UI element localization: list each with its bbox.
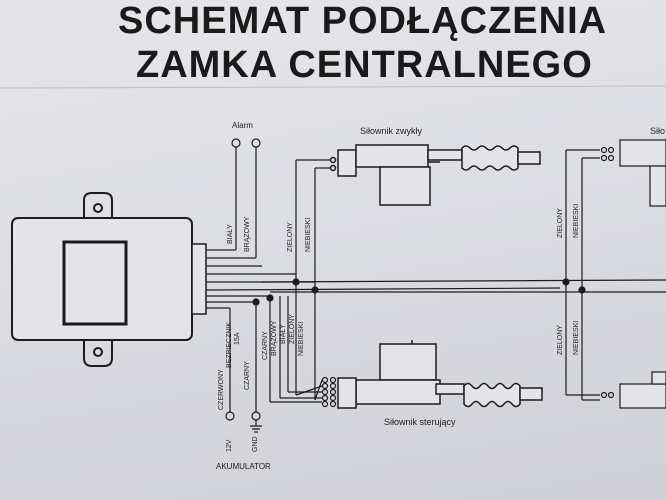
wire-label-red: CZERWONY bbox=[218, 369, 225, 410]
wire-bundle bbox=[205, 249, 666, 309]
wire-label-alarm-white: BIAŁY bbox=[227, 224, 234, 244]
actuator-right-label: Siło bbox=[650, 126, 666, 136]
title-line-1: SCHEMAT PODŁĄCZENIA bbox=[118, 0, 608, 42]
wire-label-bottom-white: BIAŁY bbox=[280, 324, 287, 344]
bottom-actuator-wires bbox=[225, 294, 337, 433]
wire-label-right-green2: ZIELONY bbox=[557, 325, 564, 355]
title-line-2: ZAMKA CENTRALNEGO bbox=[136, 44, 593, 86]
wire-label-bottom-brown: BRĄZOWY bbox=[271, 320, 278, 356]
actuator-normal-label: Siłownik zwykły bbox=[360, 126, 423, 136]
wire-label-alarm-brown: BRĄZOWY bbox=[244, 216, 251, 252]
fuse-rating-label: 15A bbox=[234, 332, 241, 345]
actuator-control bbox=[337, 340, 543, 409]
actuator-control-label: Siłownik sterujący bbox=[384, 417, 456, 427]
wire-label-right-blue: NIEBIESKI bbox=[573, 203, 580, 238]
wire-label-black: CZARNY bbox=[244, 361, 251, 390]
fuse-label: BEZPIECZNIK bbox=[226, 322, 233, 368]
gnd-label: GND bbox=[252, 436, 259, 452]
wire-label-bottom-green: ZIELONY bbox=[289, 314, 296, 344]
control-unit bbox=[11, 192, 207, 367]
v12-label: 12V bbox=[226, 439, 233, 452]
title-divider bbox=[0, 85, 666, 89]
battery-label: AKUMULATOR bbox=[216, 462, 271, 471]
wire-label-top-green: ZIELONY bbox=[287, 222, 294, 252]
wire-label-right-blue2: NIEBIESKI bbox=[573, 320, 580, 355]
actuator-normal bbox=[329, 144, 541, 206]
right-side-wires bbox=[562, 139, 666, 409]
wire-label-bottom-blue: NIEBIESKI bbox=[298, 321, 305, 356]
wire-label-top-blue: NIEBIESKI bbox=[305, 217, 312, 252]
wire-label-right-green: ZIELONY bbox=[557, 208, 564, 238]
top-actuator-wires bbox=[292, 159, 330, 400]
wire-label-bottom-black: CZARNY bbox=[262, 331, 269, 360]
alarm-wires bbox=[222, 138, 261, 259]
alarm-label: Alarm bbox=[232, 121, 253, 130]
